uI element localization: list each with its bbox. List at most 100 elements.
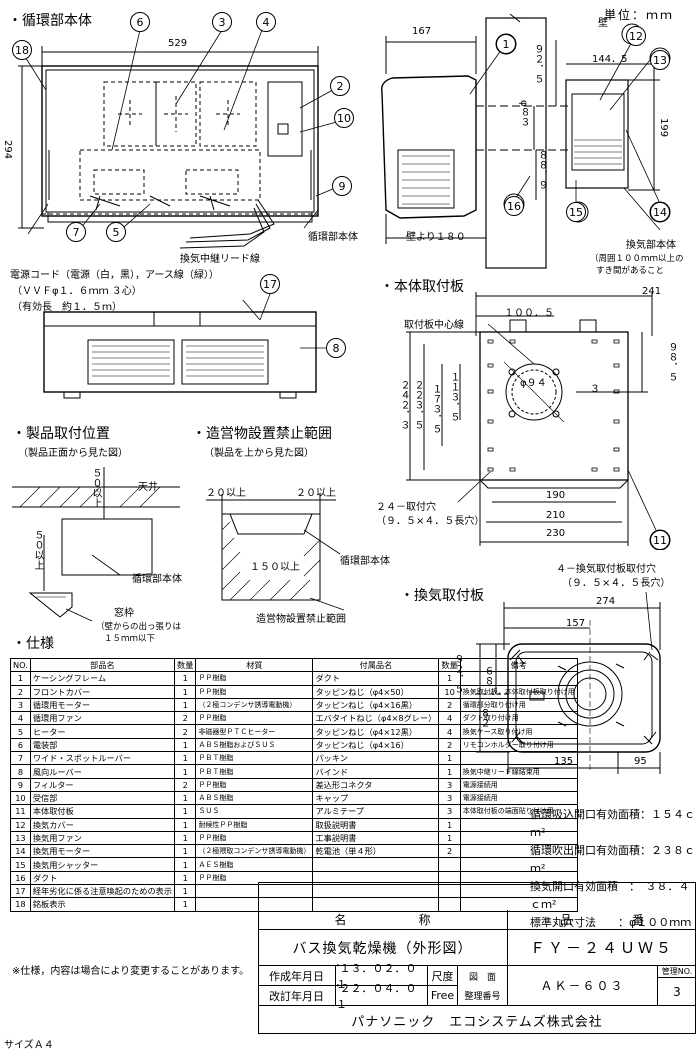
cell-accessory: 乾電池（単４形） bbox=[312, 844, 440, 859]
label-cord-2: （ＶＶＦφ１．６ｍｍ ３心） bbox=[12, 286, 142, 297]
callout-8: 8 bbox=[326, 338, 346, 358]
cell-material: （２極コンデンサ誘導電動機） bbox=[195, 697, 314, 713]
section-title-position: ・製品取付位置 bbox=[12, 426, 110, 442]
cell-accessory: パッキン bbox=[312, 751, 440, 766]
cell-remarks bbox=[459, 844, 578, 859]
cell-no: 14 bbox=[10, 844, 31, 859]
cell-qty: 1 bbox=[174, 684, 197, 699]
cell-acc-qty: 3 bbox=[438, 790, 461, 806]
label-window: 窓枠 bbox=[114, 608, 134, 619]
section-title-main-unit: ・循環部本体 bbox=[8, 13, 92, 29]
cell-no: 8 bbox=[10, 764, 31, 779]
label-main-body: 循環部本体 bbox=[308, 232, 358, 243]
prohibited-drawing bbox=[206, 494, 345, 611]
cell-acc-qty: 4 bbox=[438, 711, 461, 726]
cell-part: フロントカバー bbox=[29, 684, 176, 699]
dim-88-9: ８８．９ bbox=[536, 150, 547, 190]
cell-qty: 1 bbox=[174, 751, 197, 766]
cell-qty: 1 bbox=[174, 870, 197, 886]
cell-remarks bbox=[459, 857, 578, 872]
cell-qty: 1 bbox=[174, 884, 197, 899]
cell-remarks: 換気ケース取り付け用 bbox=[459, 724, 578, 739]
dim-right-20: ２０以上 bbox=[296, 488, 336, 499]
spec-note: ※仕様，内容は場合により変更することがあります。 bbox=[12, 966, 250, 977]
cell-accessory: タッピンねじ（φ4×50） bbox=[312, 684, 440, 699]
cell-part: 受信部 bbox=[29, 790, 176, 806]
header-remarks: 備考 bbox=[459, 657, 578, 673]
dim-113-5: １１３．５ bbox=[448, 372, 459, 422]
callout-9: 9 bbox=[332, 176, 352, 196]
cell-no: 18 bbox=[10, 897, 31, 912]
cell-remarks bbox=[459, 671, 578, 686]
revised-label: 改訂年月日 bbox=[258, 986, 336, 1006]
cell-accessory bbox=[312, 857, 440, 872]
callout-11: 11 bbox=[650, 530, 670, 550]
cell-qty: 1 bbox=[174, 790, 197, 806]
header-acc-qty: 数量 bbox=[438, 657, 461, 673]
section-title-specs: ・仕様 bbox=[12, 636, 54, 652]
callout-13: 13 bbox=[650, 50, 670, 70]
callout-16: 16 bbox=[504, 196, 524, 216]
cell-remarks: 換気中継リード線結束用 bbox=[459, 764, 578, 779]
cell-accessory: 差込形コネクタ bbox=[312, 777, 440, 792]
cell-no: 16 bbox=[10, 870, 31, 886]
title-name-label: 名 称 bbox=[258, 910, 508, 930]
cell-remarks: 循環部分取り付け用 bbox=[459, 697, 578, 713]
dim-167: 167 bbox=[412, 26, 432, 37]
cell-no: 11 bbox=[10, 804, 31, 819]
cell-remarks: ダクト取り付け用 bbox=[459, 711, 578, 726]
model-number: ＦＹ－２４ＵＷ５ bbox=[508, 930, 696, 966]
callout-4: 4 bbox=[256, 12, 276, 32]
window-note-1: （壁からの出っ張りは bbox=[96, 622, 182, 632]
cell-material: ＳＵＳ bbox=[195, 804, 314, 819]
cell-no: 10 bbox=[10, 790, 31, 806]
cell-no: 9 bbox=[10, 777, 31, 792]
cell-accessory: タッピンねじ（φ4×16黒） bbox=[312, 697, 440, 713]
cell-remarks: リモコンホルダー取り付け用 bbox=[459, 737, 578, 753]
label-plate-center: 取付板中心線 bbox=[404, 320, 464, 331]
section-title-prohibited: ・造営物設置禁止範囲 bbox=[192, 426, 332, 442]
cell-no: 17 bbox=[10, 884, 31, 899]
dim-phi94: φ９４ bbox=[520, 378, 547, 389]
label-cord-1: 電源コード（電源（白，黒），アース線（緑）） bbox=[10, 270, 219, 281]
section-title-vent-plate: ・換気取付板 bbox=[400, 588, 484, 604]
cell-no: 13 bbox=[10, 830, 31, 846]
title-model-label: 品 番 bbox=[508, 910, 696, 930]
dim-173-5: １７３．５ bbox=[430, 384, 441, 434]
dim-210: 210 bbox=[546, 510, 566, 521]
cell-qty: 1 bbox=[174, 764, 197, 779]
vent-note-1: （周囲１００ｍｍ以上の bbox=[590, 254, 684, 264]
cell-qty: 1 bbox=[174, 830, 197, 846]
dim-274: 274 bbox=[596, 596, 616, 607]
cell-acc-qty: 1 bbox=[438, 751, 461, 766]
label-cord-3: （有効長 約１．５ｍ） bbox=[12, 302, 122, 313]
cell-material: ＰＰ樹脂 bbox=[195, 711, 314, 726]
callout-17: 17 bbox=[260, 274, 280, 294]
cell-accessory: 工事説明書 bbox=[312, 830, 440, 846]
vent-note-2: すき間があること bbox=[596, 266, 665, 276]
cell-qty: 2 bbox=[174, 777, 197, 792]
callout-7: 7 bbox=[66, 222, 86, 242]
callout-6: 6 bbox=[130, 12, 150, 32]
area-hole: 標準丸穴寸法 ：φ１００ｍｍ bbox=[530, 916, 692, 929]
cell-acc-qty: 4 bbox=[438, 724, 461, 739]
cell-remarks bbox=[459, 817, 578, 832]
position-drawing bbox=[12, 467, 180, 622]
cell-material: ＡＢＳ樹脂 bbox=[195, 790, 314, 806]
spec-header-row: NO. 部品名 数量 材質 付属品名 数量 備考 bbox=[10, 657, 578, 673]
cell-qty: 1 bbox=[174, 817, 197, 832]
label-position-main: 循環部本体 bbox=[132, 574, 182, 585]
scale-label: 尺度 bbox=[428, 966, 458, 986]
cell-acc-qty: 10 bbox=[438, 684, 461, 699]
cell-no: 7 bbox=[10, 751, 31, 766]
mgmt-label: 管理NO. bbox=[658, 966, 696, 978]
cell-qty: 1 bbox=[174, 844, 197, 859]
